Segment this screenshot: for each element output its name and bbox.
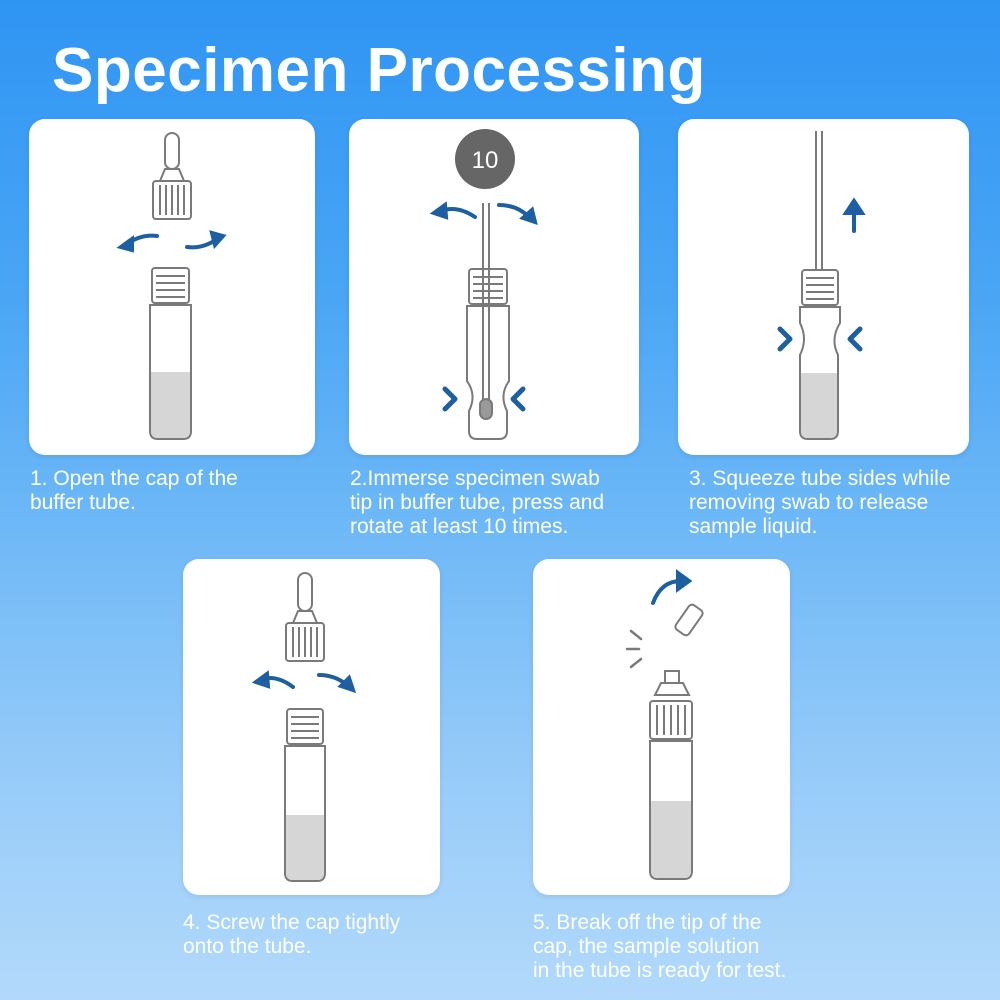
step-5-illustration [625, 569, 704, 880]
up-arrow-icon [842, 197, 866, 233]
step-4-card [183, 559, 440, 895]
rotate-right-arrow-icon [497, 203, 538, 226]
rotation-count-badge: 10 [455, 129, 515, 189]
buffer-tube-icon [799, 269, 841, 440]
step-2-illustration: 10 [429, 129, 538, 440]
rotate-left-arrow-icon [429, 201, 477, 220]
rotate-left-arrow-icon [116, 233, 159, 253]
step-5-card [533, 559, 790, 895]
cap-icon [152, 132, 192, 220]
buffer-tube-icon [149, 267, 192, 440]
rotate-left-arrow-icon [251, 670, 295, 689]
step-3-caption: 3. Squeeze tube sides while removing swa… [689, 467, 951, 538]
step-3-card [678, 119, 969, 455]
squeeze-chevron-icon [777, 326, 863, 352]
step-5-caption: 5. Break off the tip of the cap, the sam… [533, 911, 787, 982]
rotation-count-text: 10 [472, 147, 499, 174]
squeeze-chevron-icon [442, 386, 526, 412]
step-1-caption: 1. Open the cap of the buffer tube. [30, 467, 238, 514]
step-4-caption: 4. Screw the cap tightly onto the tube. [183, 911, 401, 958]
swab-icon [479, 203, 493, 420]
rotate-right-arrow-icon [185, 230, 227, 250]
step-1-card [29, 119, 315, 455]
step-3-illustration [777, 131, 866, 440]
snap-lines-icon [625, 629, 643, 669]
step-4-illustration [251, 572, 357, 882]
rotate-right-arrow-icon [317, 673, 357, 694]
capped-tube-icon [649, 670, 693, 880]
step-1-illustration [116, 132, 227, 440]
broken-tip-icon [674, 603, 704, 637]
curved-arrow-icon [651, 569, 693, 605]
page-title: Specimen Processing [52, 36, 706, 105]
step-2-caption: 2.Immerse specimen swab tip in buffer tu… [350, 467, 605, 538]
step-2-card: 10 [349, 119, 639, 455]
buffer-tube-icon [284, 708, 326, 882]
cap-icon [285, 572, 325, 662]
